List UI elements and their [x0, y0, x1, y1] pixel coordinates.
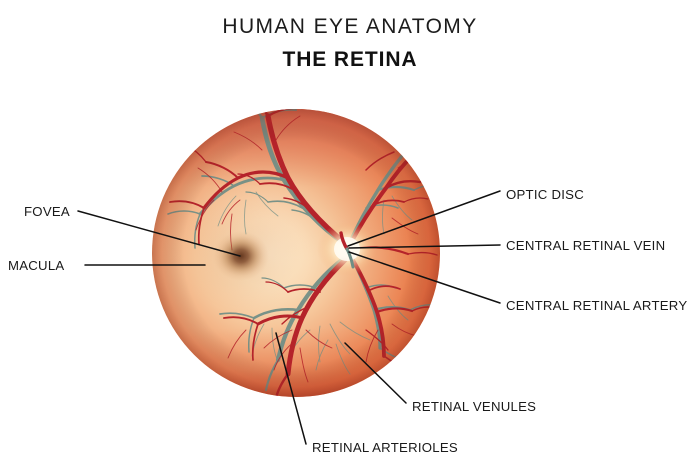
label-retinal-venules: RETINAL VENULES	[412, 399, 536, 414]
label-central-retinal-vein: CENTRAL RETINAL VEIN	[506, 238, 665, 253]
label-central-retinal-artery: CENTRAL RETINAL ARTERY	[506, 298, 687, 313]
anatomy-labels: FOVEA MACULA OPTIC DISC CENTRAL RETINAL …	[8, 187, 687, 455]
retina-fundus-sphere	[152, 109, 440, 397]
leader-line-central-retinal-vein	[348, 244, 501, 249]
label-retinal-arterioles: RETINAL ARTERIOLES	[312, 440, 458, 455]
page-subtitle: THE RETINA	[283, 48, 418, 71]
page-title: HUMAN EYE ANATOMY	[222, 15, 477, 38]
leader-lines	[77, 190, 501, 445]
label-fovea: FOVEA	[24, 204, 70, 219]
leader-line-retinal-venules	[344, 342, 407, 404]
leader-line-fovea	[77, 210, 241, 257]
leader-line-optic-disc	[347, 190, 501, 247]
label-optic-disc: OPTIC DISC	[506, 187, 584, 202]
leader-line-central-retinal-artery	[348, 251, 501, 304]
leader-line-retinal-arterioles	[275, 332, 307, 445]
label-macula: MACULA	[8, 258, 64, 273]
